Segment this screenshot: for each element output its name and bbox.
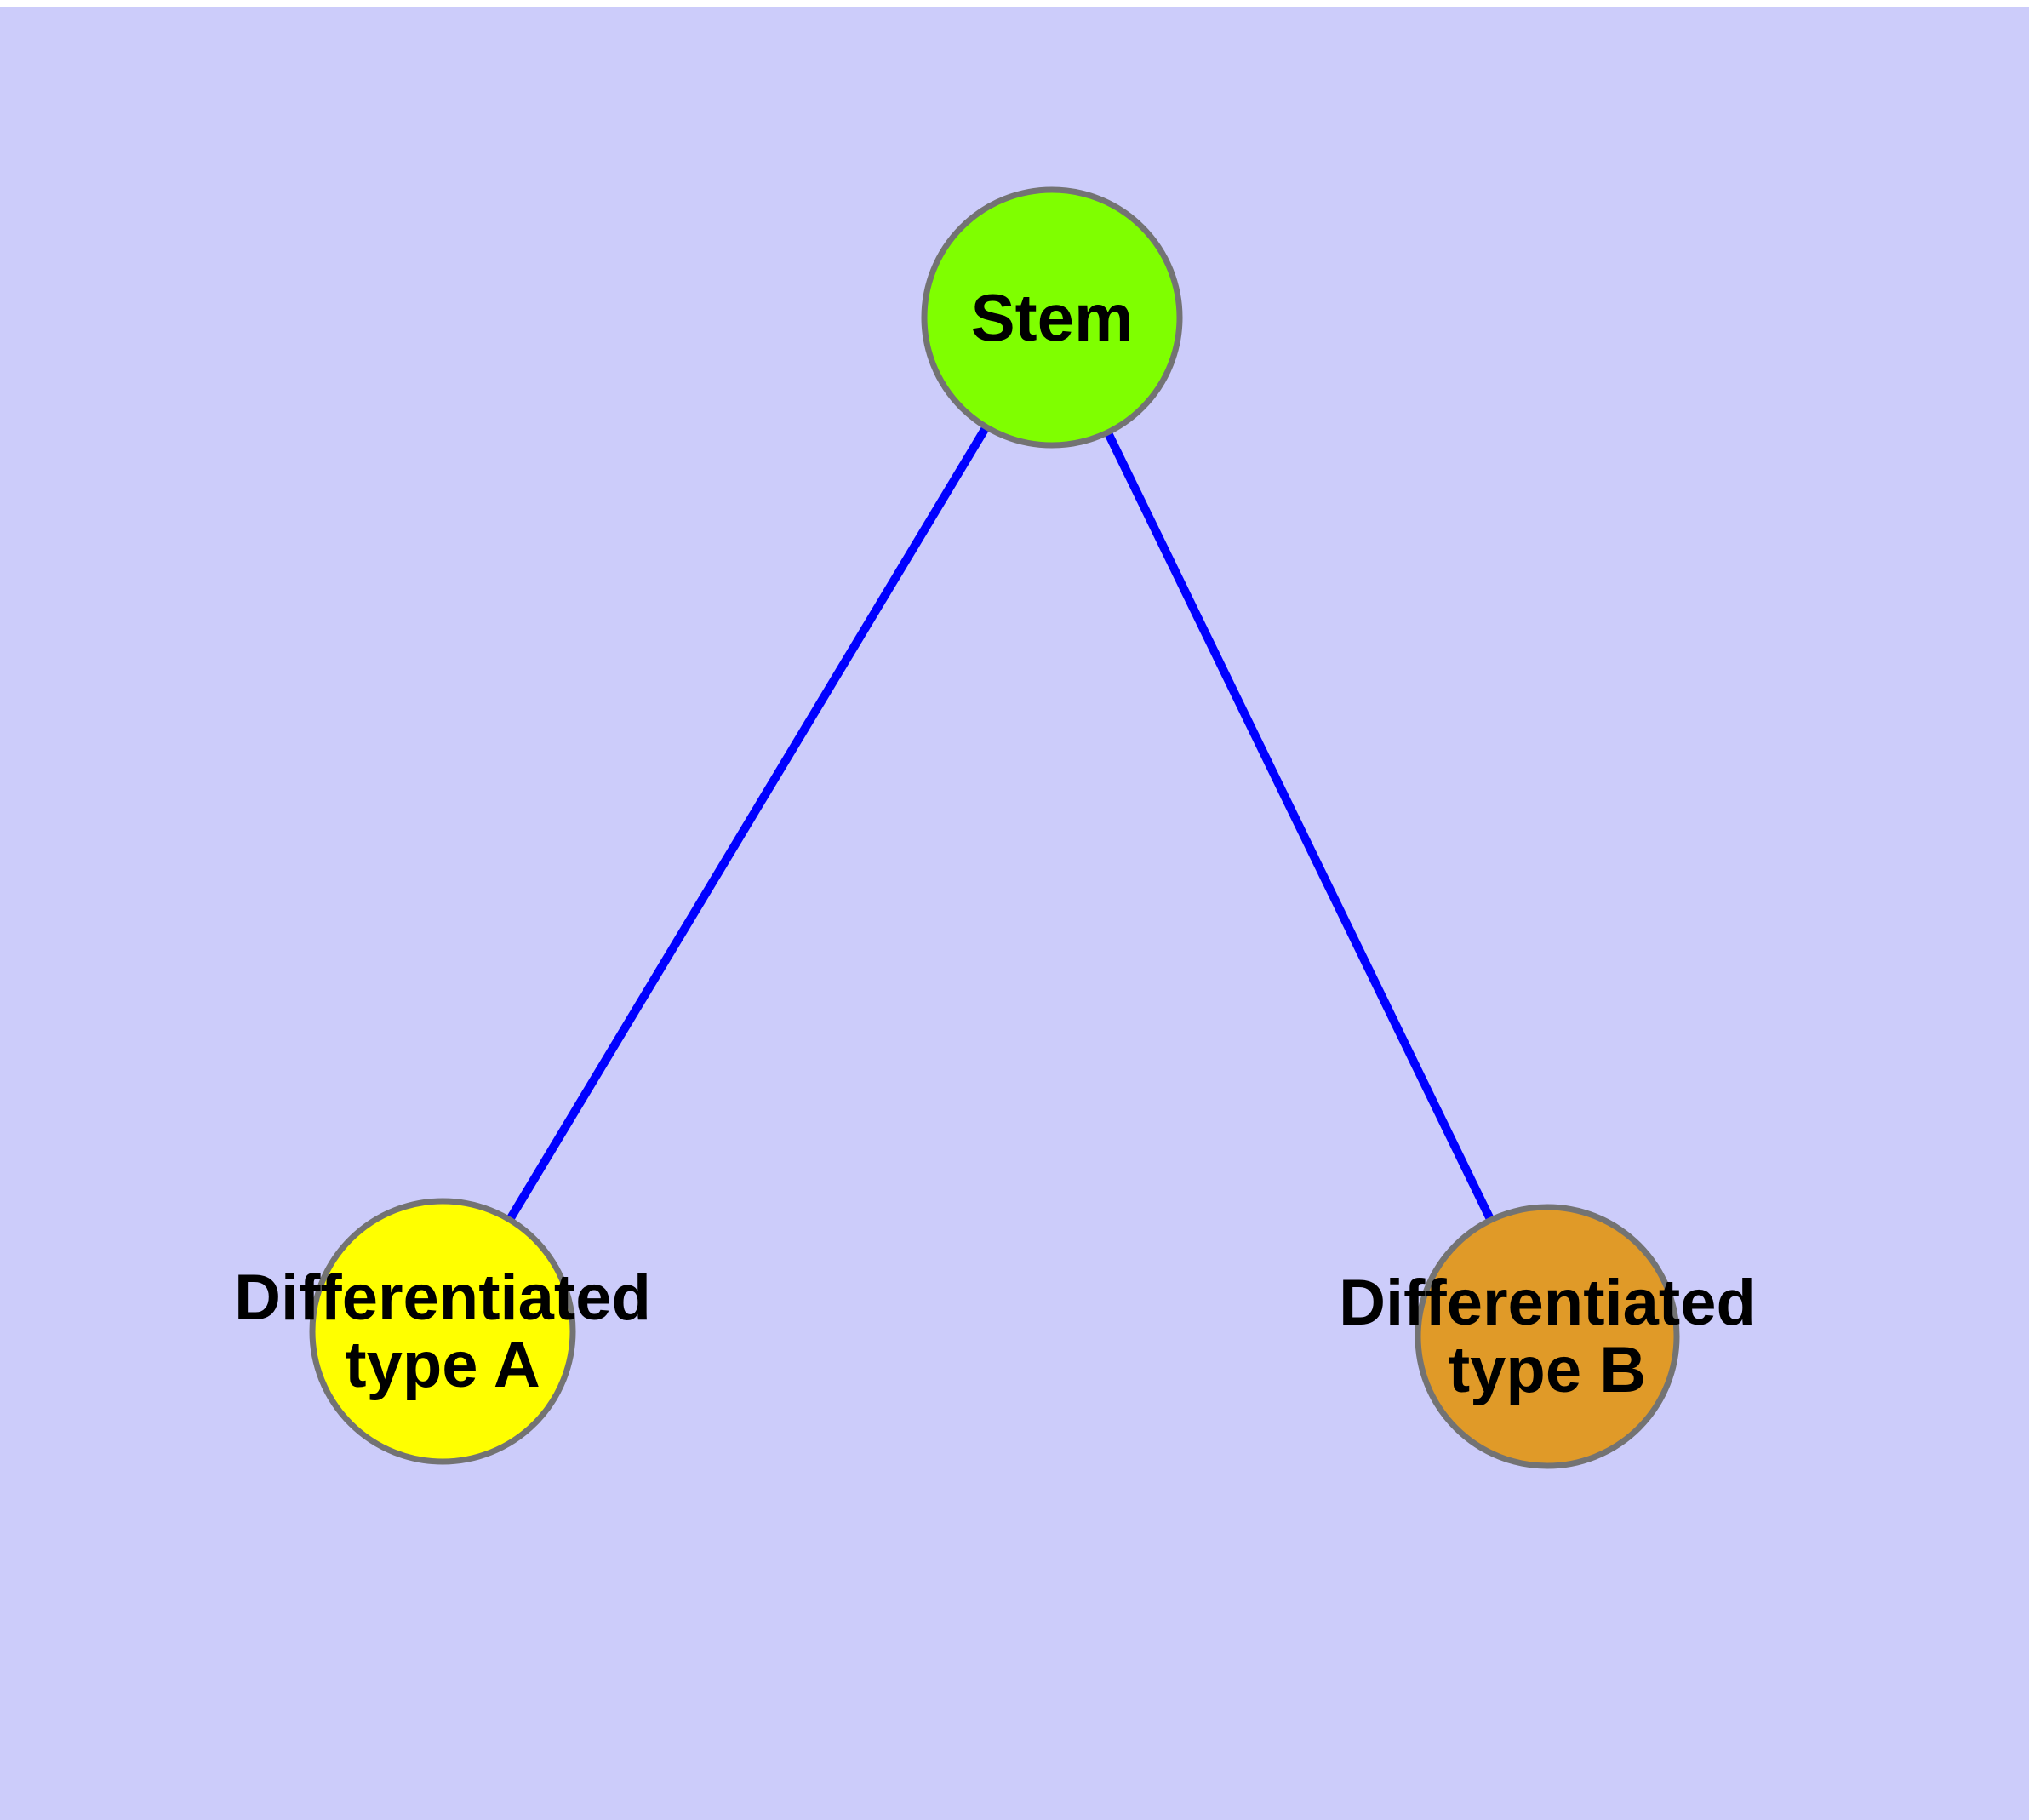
edge-layer [438, 315, 1552, 1339]
edge-stem-to-diff-b [1048, 315, 1552, 1339]
node-diff-a[interactable] [309, 1198, 576, 1465]
node-layer [309, 186, 1680, 1469]
node-diff-b[interactable] [1415, 1204, 1680, 1469]
edge-stem-to-diff-a [438, 315, 1056, 1334]
node-stem[interactable] [921, 186, 1183, 449]
